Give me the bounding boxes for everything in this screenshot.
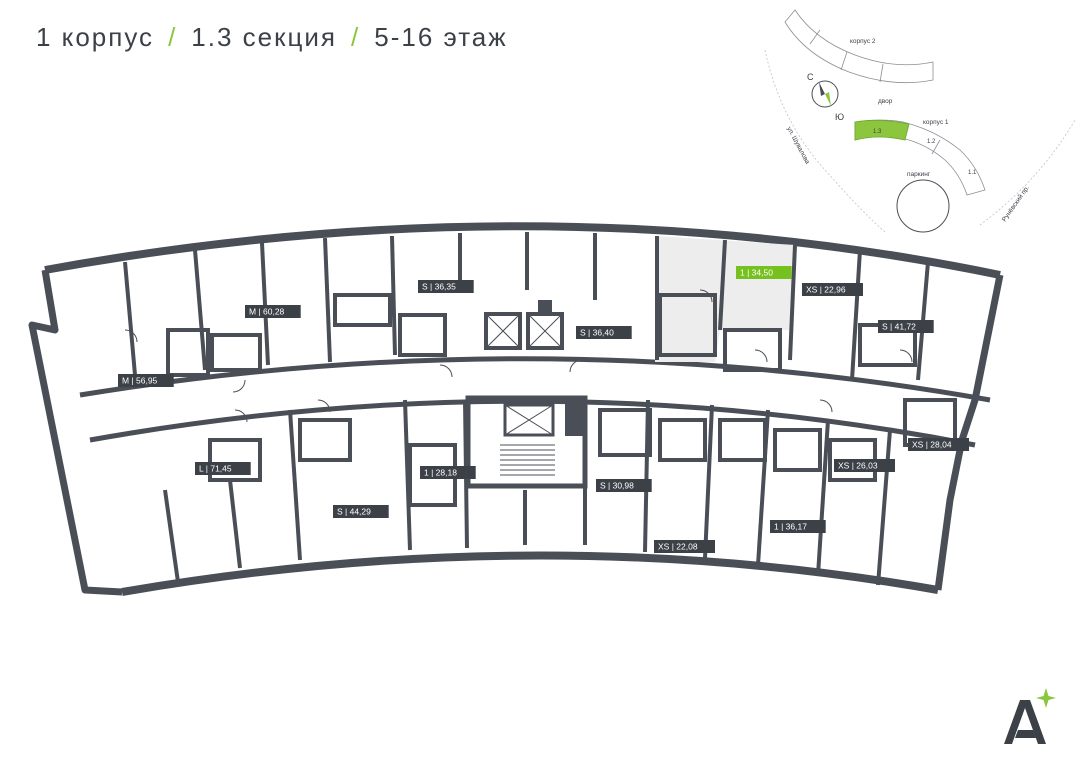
- apartment-label-text: 1 | 34,50: [740, 268, 773, 278]
- separator-2: /: [351, 22, 361, 52]
- apartment-label-bg: [802, 283, 863, 296]
- site-boundary-line-2: [979, 119, 1076, 226]
- building-core: [465, 300, 588, 489]
- street-runevsky: Рунёвский пр.: [1000, 184, 1031, 223]
- apartment-label-bg: [596, 479, 652, 492]
- outer-wall-right: [934, 274, 1004, 591]
- apartment-label-4[interactable]: 1 | 34,50: [736, 266, 792, 279]
- active-section-highlight[interactable]: [854, 120, 910, 141]
- apartment-label-2[interactable]: S | 36,35: [418, 280, 474, 293]
- apartment-label-bg: [333, 505, 389, 518]
- apartment-label-10[interactable]: S | 30,98: [596, 479, 652, 492]
- selected-apartment-fill: [655, 236, 795, 362]
- apartment-label-8[interactable]: 1 | 28,18: [420, 466, 476, 479]
- apartment-labels: M | 56,95 M | 60,28 S | 36,35 S | 36,40 1 | …: [118, 266, 969, 553]
- apartment-label-bg: [576, 326, 632, 339]
- apartment-label-5[interactable]: XS | 22,96: [802, 283, 863, 296]
- apartment-label-text: XS | 22,08: [658, 542, 698, 552]
- apartment-label-0[interactable]: M | 56,95: [118, 374, 174, 387]
- apartment-label-text: S | 30,98: [600, 481, 634, 491]
- apartment-label-bg: [736, 266, 792, 279]
- apartment-label-bg: [878, 320, 934, 333]
- compass-south: Ю: [835, 112, 844, 122]
- building-label: 1 корпус: [36, 22, 155, 52]
- apartment-label-7[interactable]: L | 71,45: [195, 462, 251, 475]
- apartment-label-bg: [654, 540, 715, 553]
- compass-north: С: [807, 72, 814, 82]
- apartment-label-bg: [770, 520, 826, 533]
- apartment-label-14[interactable]: XS | 28,04: [908, 438, 969, 451]
- apartment-label-bg: [418, 280, 474, 293]
- yard-label: двор: [878, 98, 893, 105]
- apartment-label-bg: [195, 462, 251, 475]
- apartment-label-text: 1 | 36,17: [774, 522, 807, 532]
- apartment-label-9[interactable]: S | 44,29: [333, 505, 389, 518]
- sparkle-a-logo-icon: [1004, 688, 1056, 744]
- outer-wall-bottom: [121, 551, 939, 596]
- apartment-label-bg: [118, 374, 174, 387]
- corridor-wall-bottom: [89, 398, 976, 448]
- section-1-3-label: 1.3: [873, 129, 882, 135]
- apartment-label-text: S | 36,40: [580, 328, 614, 338]
- apartment-label-text: XS | 26,03: [838, 461, 878, 471]
- corridor-wall-top: [79, 356, 991, 403]
- apartment-label-text: XS | 22,96: [806, 285, 846, 295]
- apartment-label-bg: [420, 466, 476, 479]
- apartment-label-text: S | 44,29: [337, 507, 371, 517]
- building-2-outline: [784, 9, 934, 84]
- page-title: 1 корпус / 1.3 секция / 5-16 этаж: [36, 22, 508, 53]
- street-shuvalova: ул. Шувалова: [785, 126, 811, 166]
- parking-label: паркинг: [907, 171, 931, 178]
- apartment-label-text: 1 | 28,18: [424, 468, 457, 478]
- apartment-label-text: M | 56,95: [122, 376, 158, 386]
- separator-1: /: [168, 22, 178, 52]
- apartment-label-bg: [834, 459, 895, 472]
- section-label: 1.3 секция: [191, 22, 337, 52]
- site-boundary-line: [764, 49, 886, 233]
- outer-wall-left: [28, 269, 123, 596]
- apartment-label-1[interactable]: M | 60,28: [245, 305, 301, 318]
- apartment-label-11[interactable]: XS | 22,08: [654, 540, 715, 553]
- apartment-label-text: M | 60,28: [249, 307, 285, 317]
- apartment-label-text: XS | 28,04: [912, 440, 952, 450]
- apartment-label-12[interactable]: 1 | 36,17: [770, 520, 826, 533]
- apartment-label-text: S | 41,72: [882, 322, 916, 332]
- section-1-2-label: 1.2: [927, 139, 936, 145]
- apartment-label-bg: [908, 438, 969, 451]
- apartment-label-6[interactable]: S | 41,72: [878, 320, 934, 333]
- compass-icon: С Ю: [807, 72, 844, 122]
- building-2-label: корпус 2: [850, 38, 876, 45]
- apartment-label-text: L | 71,45: [199, 464, 232, 474]
- parking-circle: [896, 179, 950, 233]
- apartment-label-text: S | 36,35: [422, 282, 456, 292]
- section-1-1-label: 1.1: [968, 170, 977, 176]
- apartment-label-3[interactable]: S | 36,40: [576, 326, 632, 339]
- apartment-label-bg: [245, 305, 301, 318]
- floors-label: 5-16 этаж: [374, 22, 508, 52]
- apartment-label-13[interactable]: XS | 26,03: [834, 459, 895, 472]
- building-1-label: корпус 1: [923, 119, 949, 126]
- site-plan: корпус 2 двор С Ю 1.3 1.2 1.1 корпус 1 п…: [764, 9, 1076, 233]
